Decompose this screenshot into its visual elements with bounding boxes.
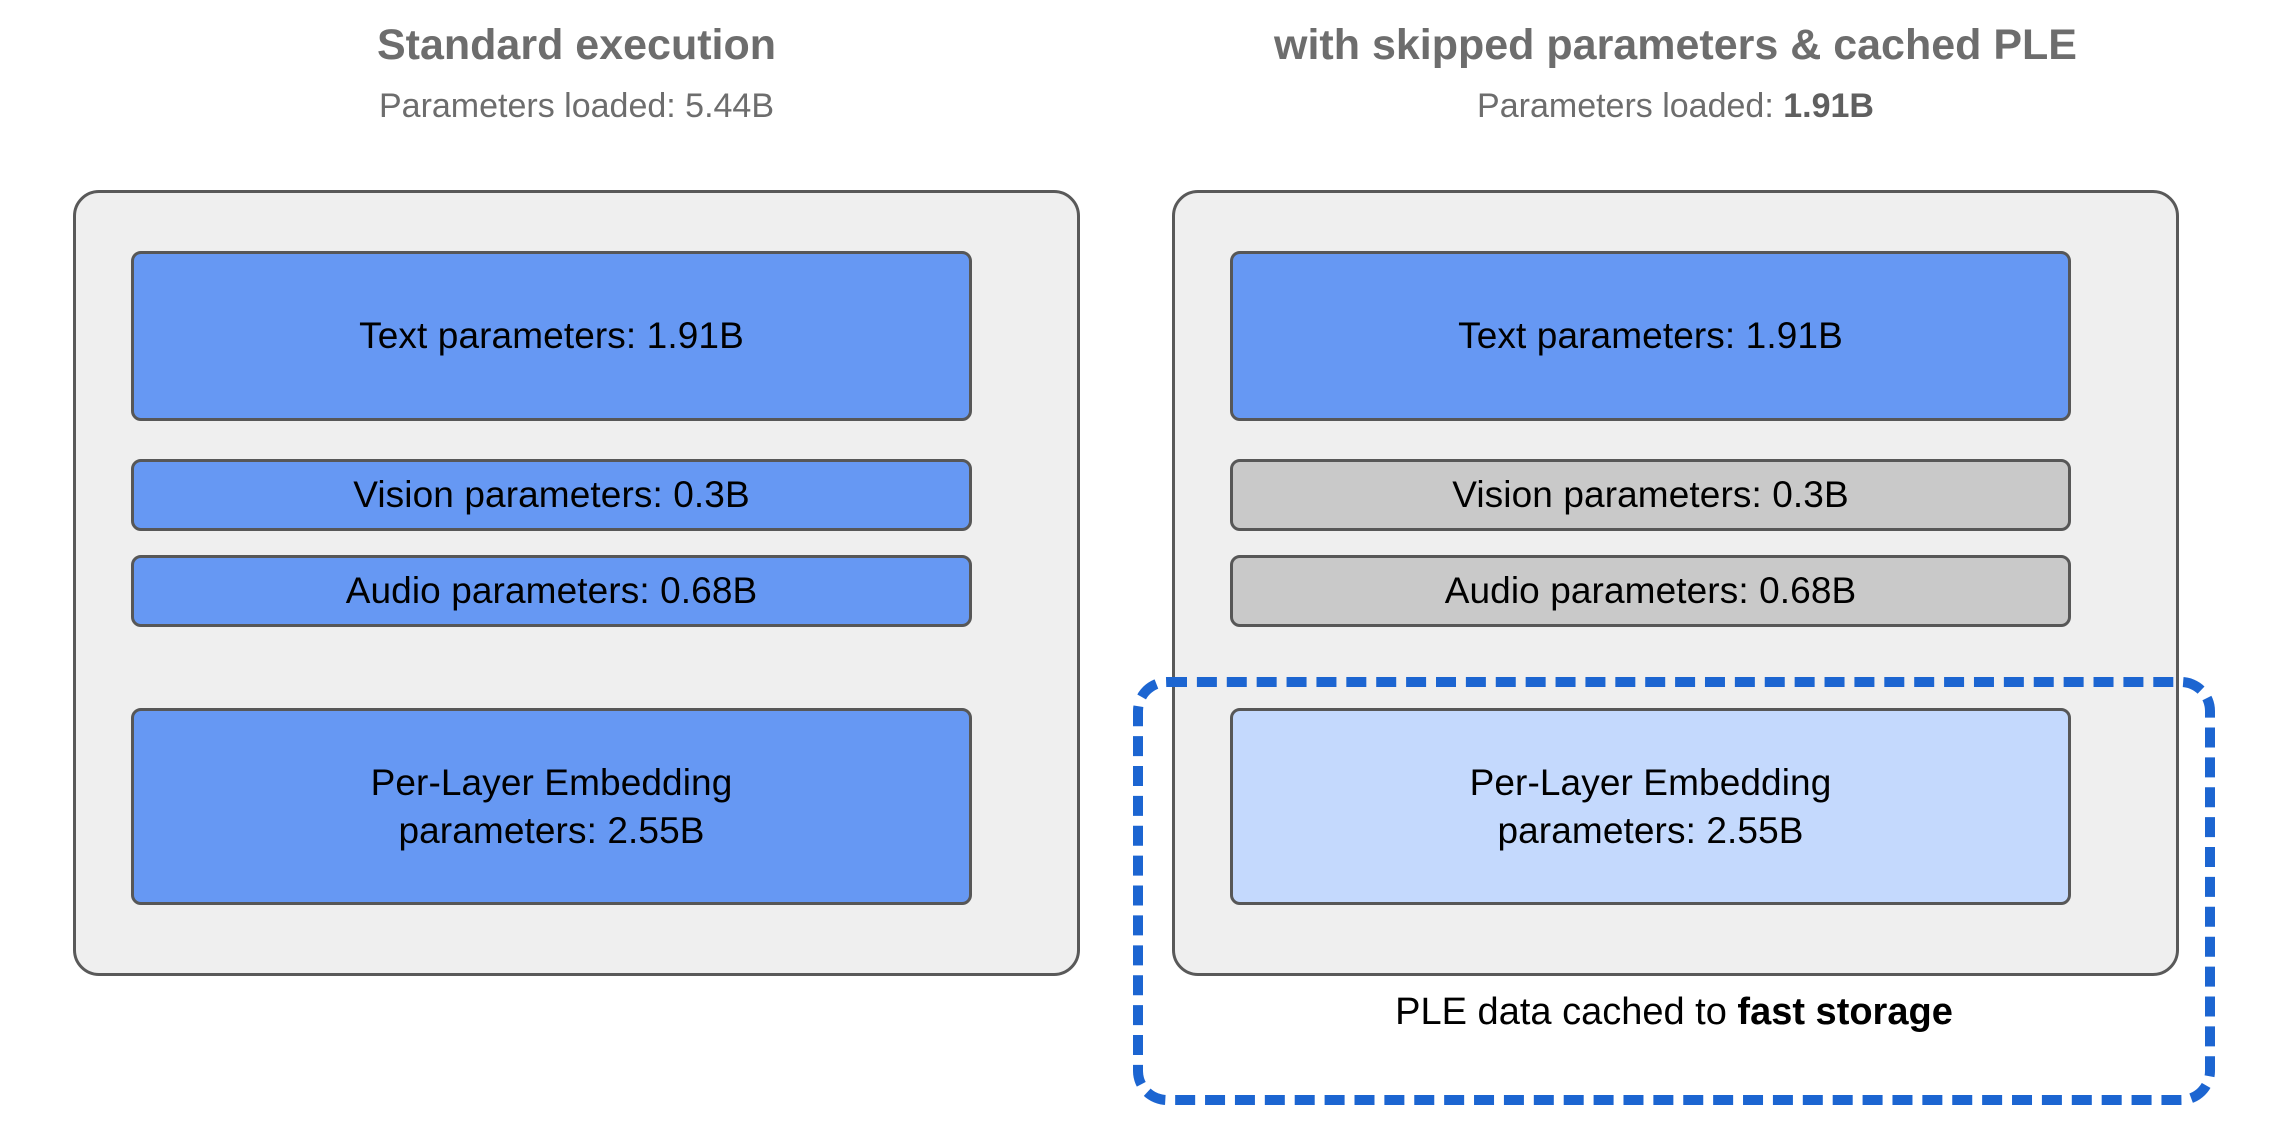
- right-ple-label-line-2: parameters: 2.55B: [1497, 809, 1804, 851]
- right-ple-parameters-label: Per-Layer Embedding parameters: 2.55B: [1470, 759, 1832, 854]
- left-ple-label-line-1: Per-Layer Embedding: [370, 762, 733, 804]
- left-ple-parameters-box: Per-Layer Embedding parameters: 2.55B: [131, 708, 972, 905]
- standard-execution-panel: Text parameters: 1.91B Vision parameters…: [73, 190, 1080, 976]
- right-vision-parameters-box: Vision parameters: 0.3B: [1230, 459, 2071, 531]
- left-column-header: Standard execution Parameters loaded: 5.…: [73, 21, 1080, 126]
- right-column-subtitle: Parameters loaded: 1.91B: [1172, 88, 2179, 125]
- left-audio-parameters-box: Audio parameters: 0.68B: [131, 555, 972, 627]
- right-ple-label-line-1: Per-Layer Embedding: [1469, 762, 1832, 804]
- right-column-title: with skipped parameters & cached PLE: [1274, 21, 2077, 69]
- cache-caption-prefix: PLE data cached to: [1395, 991, 1738, 1033]
- left-vision-parameters-box: Vision parameters: 0.3B: [131, 459, 972, 531]
- left-audio-parameters-label: Audio parameters: 0.68B: [345, 570, 758, 612]
- skipped-cached-panel: Text parameters: 1.91B Vision parameters…: [1172, 190, 2179, 976]
- right-text-parameters-box: Text parameters: 1.91B: [1230, 251, 2071, 421]
- cache-caption-emphasis: fast storage: [1737, 991, 1953, 1033]
- right-audio-parameters-label: Audio parameters: 0.68B: [1444, 570, 1857, 612]
- left-text-parameters-label: Text parameters: 1.91B: [359, 315, 744, 357]
- cache-caption: PLE data cached to fast storage: [1133, 991, 2215, 1034]
- right-subtitle-prefix: Parameters loaded:: [1477, 87, 1784, 126]
- left-column-title: Standard execution: [376, 21, 777, 69]
- right-ple-parameters-box: Per-Layer Embedding parameters: 2.55B: [1230, 708, 2071, 905]
- left-text-parameters-box: Text parameters: 1.91B: [131, 251, 972, 421]
- right-audio-parameters-box: Audio parameters: 0.68B: [1230, 555, 2071, 627]
- right-subtitle-value: 1.91B: [1783, 87, 1874, 126]
- left-ple-parameters-label: Per-Layer Embedding parameters: 2.55B: [371, 759, 733, 854]
- left-ple-label-line-2: parameters: 2.55B: [398, 809, 705, 851]
- right-text-parameters-label: Text parameters: 1.91B: [1458, 315, 1843, 357]
- left-column-subtitle: Parameters loaded: 5.44B: [73, 88, 1080, 125]
- left-subtitle-value: 5.44B: [685, 87, 775, 126]
- left-vision-parameters-label: Vision parameters: 0.3B: [353, 474, 750, 516]
- left-subtitle-prefix: Parameters loaded:: [378, 87, 686, 126]
- right-vision-parameters-label: Vision parameters: 0.3B: [1452, 474, 1849, 516]
- right-column-header: with skipped parameters & cached PLE Par…: [1172, 21, 2179, 126]
